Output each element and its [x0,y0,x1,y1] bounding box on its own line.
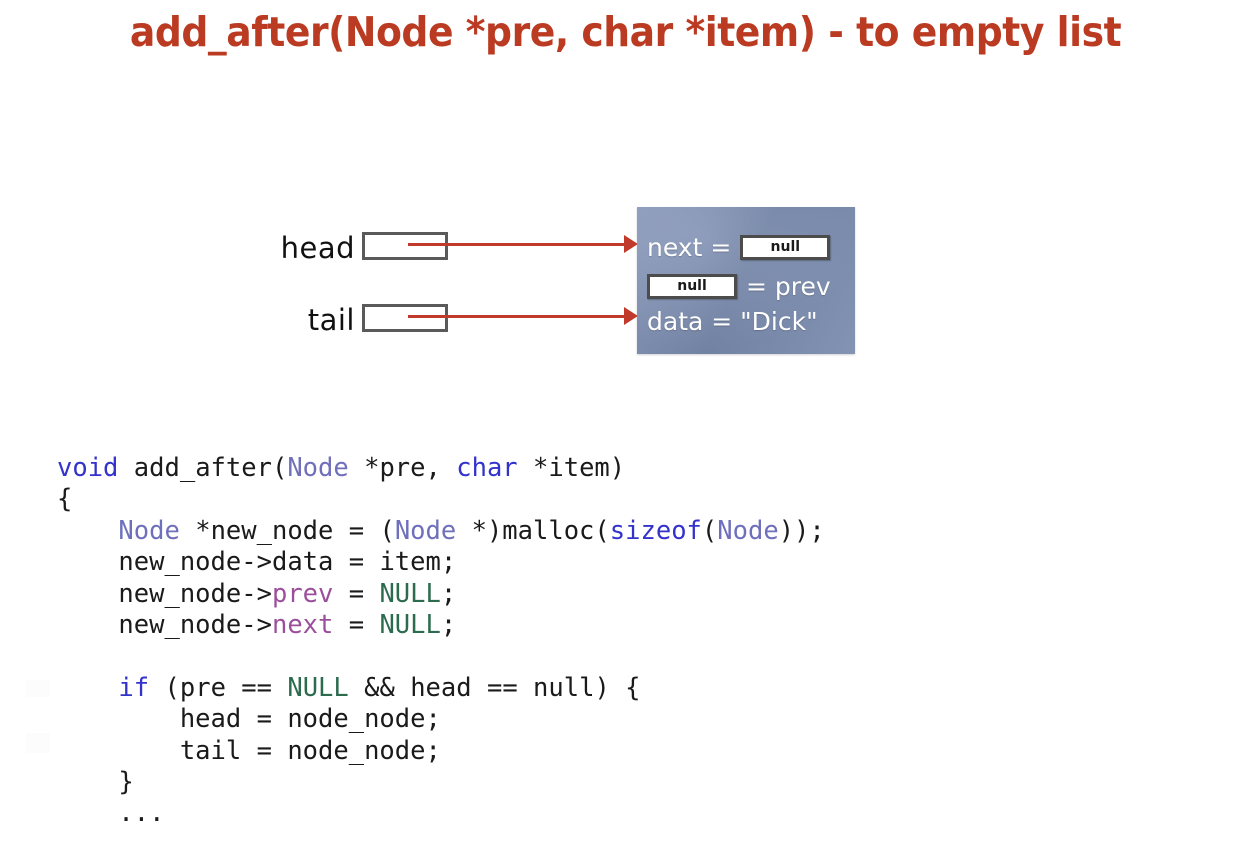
code-line: if (pre == NULL && head == null) { [118,672,641,703]
code-line [57,641,825,672]
node-next-label: next = [647,233,732,262]
page-title: add_after(Node *pre, char *item) - to em… [129,8,1122,56]
code-line: Node *new_node = (Node *)malloc(sizeof(N… [118,515,825,546]
code-line: } [57,767,134,798]
tail-pointer-box [362,304,448,332]
node-prev-value-chip: null [647,274,737,299]
tail-pointer-label: tail [307,303,355,337]
node-object-box: next = null null = prev data = "Dick" [637,207,855,354]
node-next-value-chip: null [740,235,831,260]
code-listing: void add_after(Node *pre, char *item){ N… [57,453,825,830]
code-line: head = node_node; [179,704,441,735]
node-prev-label: = prev [746,272,831,301]
code-line: void add_after(Node *pre, char *item) [57,453,626,483]
head-pointer-box [362,232,448,260]
node-prev-row: null = prev [647,272,831,301]
linked-list-diagram: head tail next = null null = prev data =… [0,0,1251,420]
background-artifact [26,680,50,697]
code-line: ... [57,798,165,829]
head-pointer-label: head [280,231,355,265]
code-line: { [57,484,73,515]
code-line: new_node->data = item; [118,547,457,578]
code-line: new_node->next = NULL; [118,610,457,641]
node-next-row: next = null [647,233,831,262]
code-line: tail = node_node; [179,735,441,766]
node-data-row: data = "Dick" [647,307,818,336]
tail-arrow-head-icon [624,307,638,325]
code-line: new_node->prev = NULL; [118,578,457,609]
head-arrow-line [408,243,627,246]
head-arrow-head-icon [624,235,638,253]
node-data-label: data = "Dick" [647,307,818,336]
tail-arrow-line [408,315,627,318]
background-artifact [26,733,50,753]
